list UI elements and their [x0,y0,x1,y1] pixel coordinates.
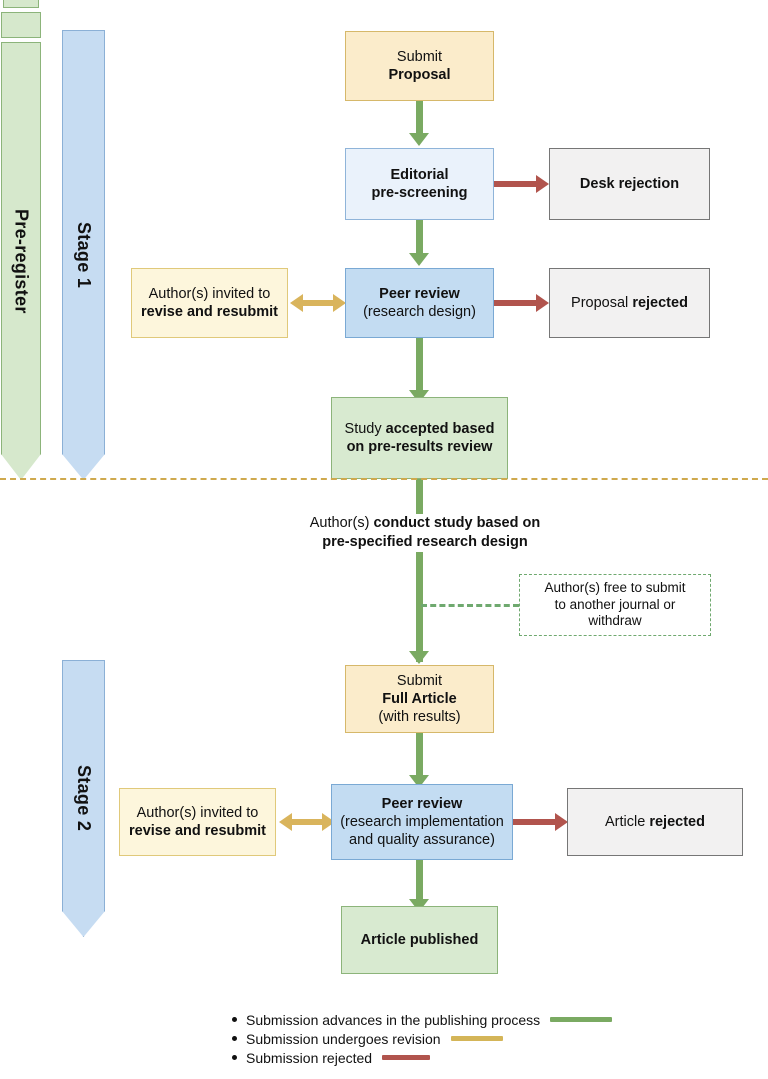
legend-bullet-icon [232,1036,237,1041]
connector-full-article-to-peer-review-2 [416,733,423,778]
arrowhead-right-revise-1 [333,294,346,312]
banner-stage-1-label: Stage 1 [74,221,94,289]
banner-stage-2: Stage 2 [62,660,105,937]
proposal-rejected-line1: Proposal [571,294,633,311]
legend-line-revision [450,1036,503,1041]
node-peer-review-stage1[interactable]: Peer review (research design) [345,268,494,338]
connector-proposal-to-editorial [416,101,423,136]
revise-resubmit-1-line1: Author(s) invited to [148,285,271,302]
revise-resubmit-2-line2: revise and resubmit [129,823,266,839]
peer-review-2-line1: Peer review [381,795,463,812]
legend-bullet-icon [232,1055,237,1060]
legend-item-rejected: Submission rejected [232,1048,612,1067]
study-accepted-line2: accepted based [385,420,495,437]
connector-peer-review-1-to-accepted [416,338,423,395]
banner-pre-register-label: Pre-register [11,208,32,314]
legend-item-revision: Submission undergoes revision [232,1029,612,1048]
arrowhead-left-revise-2 [279,813,292,831]
arrowhead-desk-rejection [536,175,549,193]
prereg-stub-second [1,12,41,38]
legend: Submission advances in the publishing pr… [232,1010,613,1067]
editorial-prescreening-line1: Editorial [390,166,449,183]
conduct-study-line2: conduct study [373,515,473,531]
stage-divider [0,478,768,480]
free-to-submit-line1: Author(s) free to submit [544,579,686,595]
node-submit-proposal[interactable]: Submit Proposal [345,31,494,101]
node-article-published[interactable]: Article published [341,906,498,974]
node-peer-review-stage2[interactable]: Peer review (research implementation and… [331,784,513,860]
node-article-rejected[interactable]: Article rejected [567,788,743,856]
free-to-submit-line2: to another journal or [554,596,676,612]
arrowhead-article-rejected [555,813,568,831]
arrowhead-proposal-rejected [536,294,549,312]
desk-rejection-line1: Desk rejection [579,175,680,192]
conduct-study-line1: Author(s) [309,515,374,531]
connector-accepted-to-submit-full [416,479,423,662]
legend-line-advances [550,1017,613,1022]
connector-editorial-to-desk-rejection [494,181,538,187]
node-editorial-prescreening[interactable]: Editorial pre-screening [345,148,494,220]
editorial-prescreening-line2: pre-screening [371,185,468,201]
connector-peer-review-1-to-rejected [494,300,538,306]
arrowhead-submit-full-article [409,651,429,664]
study-accepted-line3: on pre-results review [346,439,493,455]
node-study-accepted[interactable]: Study accepted based on pre-results revi… [331,397,508,479]
conduct-study-line3: based on pre-specified [322,515,541,550]
legend-line-rejected [382,1055,431,1060]
proposal-rejected-line2: rejected [632,294,688,311]
node-free-to-submit[interactable]: Author(s) free to submit to another jour… [519,574,711,636]
node-revise-resubmit-stage1[interactable]: Author(s) invited to revise and resubmit [131,268,288,338]
prereg-stub-top [3,0,39,8]
node-proposal-rejected[interactable]: Proposal rejected [549,268,710,338]
connector-revise-peer-review-2 [289,819,325,825]
study-accepted-line1: Study [344,420,386,437]
free-to-submit-line3: withdraw [588,613,642,629]
peer-review-2-line3: and quality assurance) [349,832,495,849]
legend-bullet-icon [232,1017,237,1022]
node-revise-resubmit-stage2[interactable]: Author(s) invited to revise and resubmit [119,788,276,856]
submit-full-article-line2: Full Article [382,690,457,707]
legend-item-advances: Submission advances in the publishing pr… [232,1010,613,1029]
article-rejected-line1: Article [605,813,650,830]
article-published-line1: Article published [360,931,479,948]
connector-free-to-submit [421,604,519,607]
banner-stage-2-label: Stage 2 [74,765,94,832]
banner-stage-1: Stage 1 [62,30,105,480]
text-conduct-study: Author(s) conduct study based on pre-spe… [305,514,545,552]
peer-review-1-line1: Peer review [379,285,460,302]
arrowhead-editorial-to-peer-review [409,253,429,266]
node-desk-rejection[interactable]: Desk rejection [549,148,710,220]
arrowhead-left-revise-1 [290,294,303,312]
peer-review-1-line2: (research design) [363,304,476,320]
revise-resubmit-1-line2: revise and resubmit [141,304,278,320]
legend-label-advances: Submission advances in the publishing pr… [246,1011,541,1028]
connector-editorial-to-peer-review [416,220,423,256]
submit-proposal-line2: Proposal [388,67,451,83]
conduct-study-line4: research design [416,533,528,550]
submit-full-article-line1: Submit [396,672,443,689]
node-submit-full-article[interactable]: Submit Full Article (with results) [345,665,494,733]
connector-peer-review-2-to-rejected [513,819,557,825]
arrowhead-proposal-to-editorial [409,133,429,146]
banner-pre-register: Pre-register [1,42,41,480]
article-rejected-line2: rejected [649,813,705,830]
connector-revise-peer-review-1 [300,300,336,306]
connector-peer-review-2-to-published [416,860,423,902]
submit-proposal-line1: Submit [396,48,443,65]
peer-review-2-line2: (research implementation [340,813,504,830]
legend-label-revision: Submission undergoes revision [246,1030,441,1047]
legend-label-rejected: Submission rejected [246,1049,373,1066]
revise-resubmit-2-line1: Author(s) invited to [136,804,259,821]
submit-full-article-line3: (with results) [378,709,461,726]
